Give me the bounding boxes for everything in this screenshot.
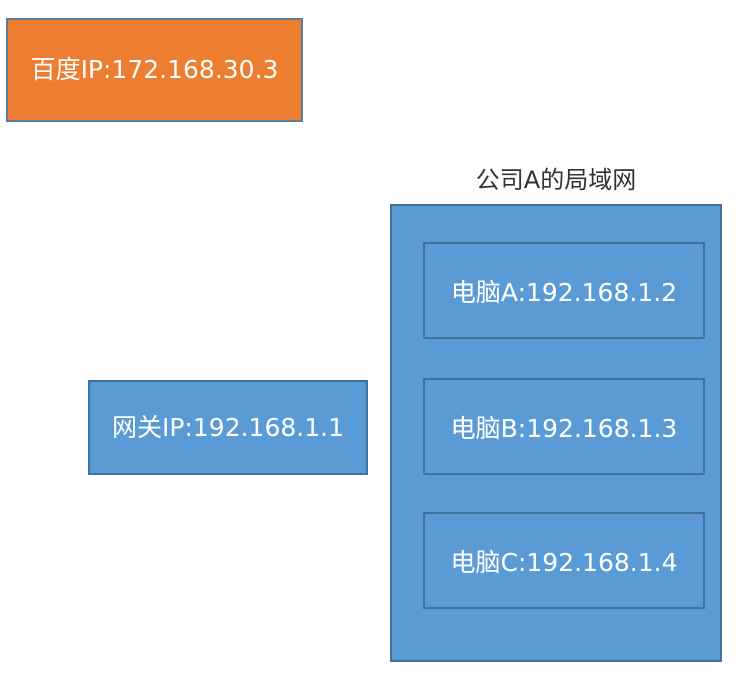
computer-a-box: 电脑A:192.168.1.2 — [423, 242, 705, 339]
computer-b-label: 电脑B:192.168.1.3 — [450, 413, 678, 443]
computer-a-label: 电脑A:192.168.1.2 — [450, 277, 678, 307]
lan-title: 公司A的局域网 — [390, 160, 722, 194]
computer-c-box: 电脑C:192.168.1.4 — [423, 512, 705, 609]
computer-b-box: 电脑B:192.168.1.3 — [423, 378, 705, 475]
lan-container-box: 电脑A:192.168.1.2 电脑B:192.168.1.3 电脑C:192.… — [390, 204, 722, 662]
gateway-ip-label: 网关IP:192.168.1.1 — [112, 412, 344, 442]
baidu-ip-box: 百度IP:172.168.30.3 — [6, 18, 303, 122]
baidu-ip-label: 百度IP:172.168.30.3 — [30, 55, 279, 84]
computer-c-label: 电脑C:192.168.1.4 — [450, 547, 678, 577]
lan-title-label: 公司A的局域网 — [475, 165, 637, 194]
gateway-ip-box: 网关IP:192.168.1.1 — [88, 380, 368, 475]
